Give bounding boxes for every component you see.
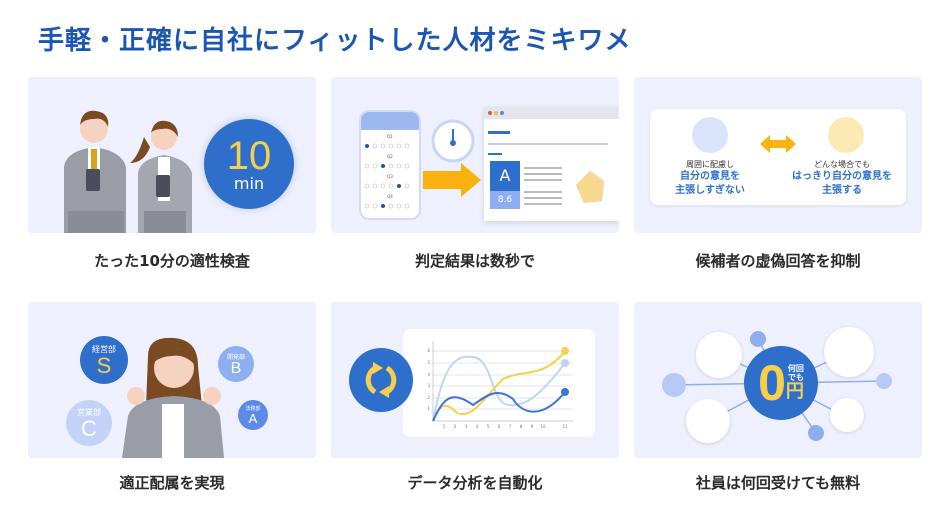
employee-illustration [122, 337, 224, 458]
browser-report-window: A 8.6 [484, 107, 619, 221]
right-persona-line1: はっきり自分の意見を [792, 171, 892, 182]
department-badge-legal: 法務部 A [238, 400, 268, 430]
feature-caption: 判定結果は数秒で [414, 252, 535, 270]
clock-icon [431, 119, 475, 163]
persona-avatar-left [692, 117, 728, 153]
svg-text:4: 4 [427, 372, 430, 377]
feature-card-free-for-employees: 0 何回 でも 円 [634, 302, 922, 458]
svg-text:9: 9 [531, 424, 534, 429]
feature-caption: 適正配属を実現 [119, 474, 225, 492]
right-persona-note: どんな場合でも [814, 160, 870, 169]
employees-illustration [64, 110, 192, 233]
svg-text:6: 6 [498, 424, 501, 429]
phone-survey: Q1 Q2 Q3 Q4 [359, 110, 421, 220]
zero-yen-badge: 0 何回 でも 円 [744, 346, 818, 420]
line-chart-panel: 1 2 3 4 5 6 7 8 9 10 11 1 2 3 4 5 6 [403, 329, 595, 437]
survey-options: Q1 Q2 Q3 Q4 [364, 134, 410, 209]
department-badge-development: 開発部 B [218, 346, 254, 382]
svg-text:3: 3 [465, 424, 468, 429]
svg-text:5: 5 [427, 360, 430, 365]
ten-minute-badge: 10 min [204, 119, 294, 209]
page-title: 手軽・正確に自社にフィットした人材をミキワメ [38, 26, 632, 56]
feature-card-suppress-false-answers: 周囲に配慮し 自分の意見を 主張しすぎない どんな場合でも はっきり自分の意見を… [634, 77, 922, 233]
refresh-icon [349, 348, 413, 412]
grade-score: 8.6 [490, 191, 520, 209]
feature-caption: 社員は何回受けても無料 [695, 474, 861, 492]
arrow-right-icon [423, 163, 481, 197]
persona-avatar-right [828, 117, 864, 153]
employee-avatar [824, 327, 874, 377]
persona-comparison-panel: 周囲に配慮し 自分の意見を 主張しすぎない どんな場合でも はっきり自分の意見を… [650, 109, 906, 205]
svg-text:7: 7 [509, 424, 512, 429]
svg-text:1: 1 [427, 406, 430, 411]
svg-text:Q1: Q1 [387, 134, 393, 139]
svg-text:Q4: Q4 [387, 194, 393, 199]
badge-number: 10 [226, 134, 272, 178]
svg-text:Q3: Q3 [387, 174, 393, 179]
svg-text:8: 8 [520, 424, 523, 429]
svg-text:10: 10 [540, 424, 546, 429]
left-persona-note: 周囲に配慮し [686, 160, 734, 169]
svg-text:2: 2 [427, 395, 430, 400]
svg-text:4: 4 [476, 424, 479, 429]
svg-text:Q2: Q2 [387, 154, 393, 159]
employee-avatar [830, 398, 864, 432]
grade-box: A 8.6 [490, 161, 520, 209]
feature-card-data-analysis: 1 2 3 4 5 6 7 8 9 10 11 1 2 3 4 5 6 [331, 302, 619, 458]
department-badge-management: 経営部 S [80, 336, 128, 384]
left-persona-line2: 主張しすぎない [675, 185, 745, 196]
svg-text:2: 2 [454, 424, 457, 429]
feature-card-proper-placement: 経営部 S 開発部 B 営業部 C 法務部 A [28, 302, 316, 458]
double-arrow-icon [760, 135, 796, 153]
left-persona-line1: 自分の意見を [680, 171, 740, 182]
grade-letter: A [490, 161, 520, 191]
feature-caption: たった10分の適性検査 [94, 252, 250, 270]
report-details [524, 167, 605, 205]
svg-text:6: 6 [427, 348, 430, 353]
feature-card-instant-result: Q1 Q2 Q3 Q4 [331, 77, 619, 233]
department-badge-sales: 営業部 C [66, 400, 112, 446]
feature-caption: データ分析を自動化 [407, 474, 543, 492]
feature-card-quick-test: 10 min [28, 77, 316, 233]
svg-text:1: 1 [443, 424, 446, 429]
badge-unit: min [233, 174, 265, 193]
svg-text:5: 5 [487, 424, 490, 429]
feature-caption: 候補者の虚偽回答を抑制 [695, 252, 861, 270]
employee-avatar [686, 399, 730, 443]
svg-text:3: 3 [427, 383, 430, 388]
right-persona-line2: 主張する [822, 185, 862, 196]
line-chart: 1 2 3 4 5 6 7 8 9 10 11 1 2 3 4 5 6 [427, 341, 573, 429]
badge-number: 0 [758, 355, 786, 411]
svg-text:11: 11 [562, 424, 568, 429]
employee-avatar [696, 332, 742, 378]
